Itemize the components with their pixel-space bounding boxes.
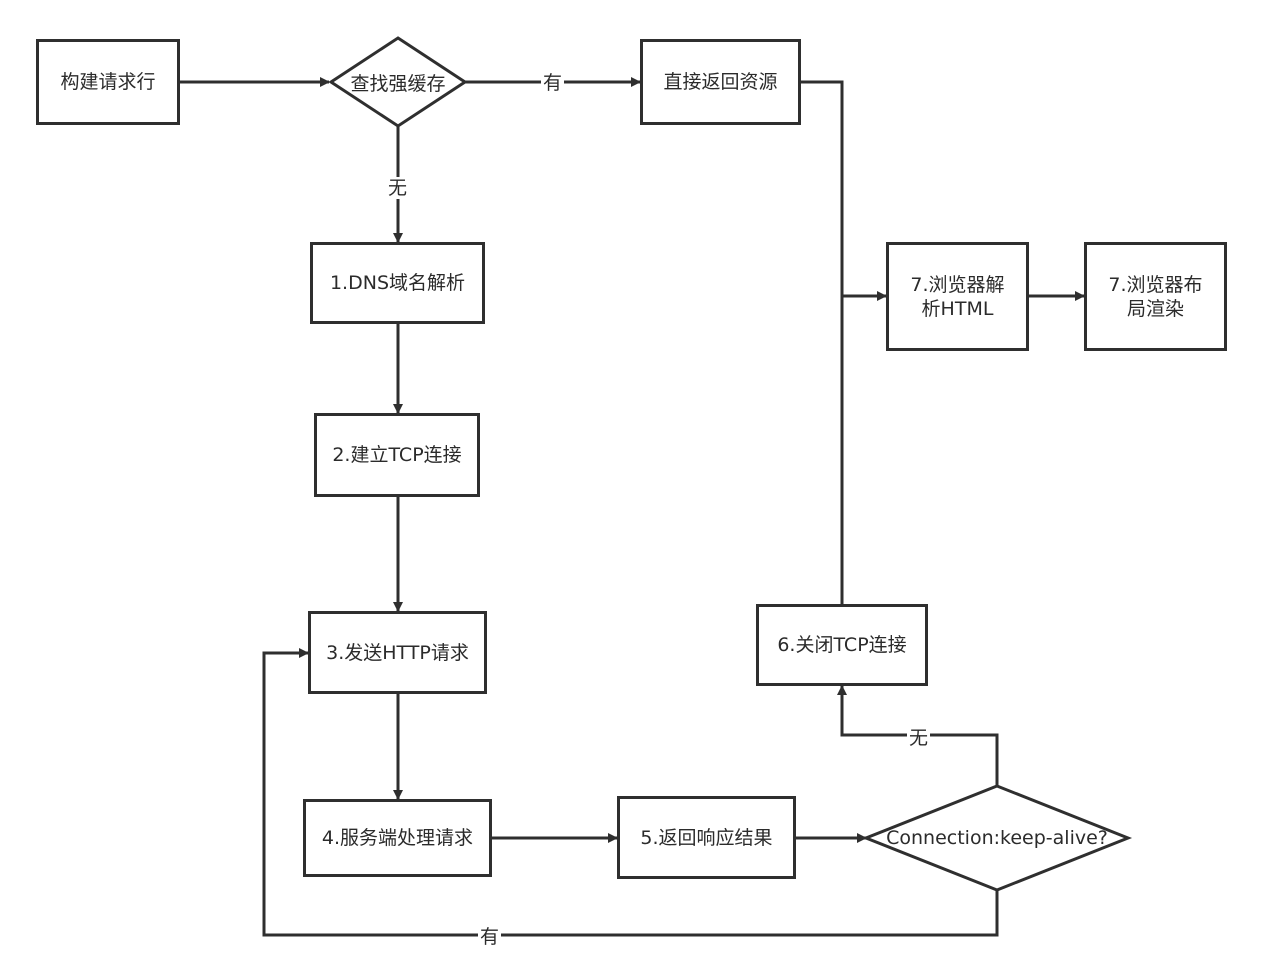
return-response-label: 5.返回响应结果 — [640, 826, 773, 849]
parse-html-label-line1: 7.浏览器解 — [910, 273, 1005, 296]
tcp-connect-node: 2.建立TCP连接 — [314, 413, 480, 497]
parse-html-label-line2: 析HTML — [921, 297, 994, 320]
tcp-connect-label: 2.建立TCP连接 — [332, 444, 462, 466]
keep-alive-diamond — [861, 784, 1133, 892]
build-request-node: 构建请求行 — [36, 39, 180, 125]
close-tcp-node: 6.关闭TCP连接 — [756, 604, 928, 686]
return-resource-label: 直接返回资源 — [663, 71, 778, 93]
dns-label: 1.DNS域名解析 — [329, 272, 466, 294]
parse-html-node: 7.浏览器解 析HTML — [886, 242, 1029, 351]
edge-label-cache-hit: 有 — [541, 72, 565, 94]
check-cache-diamond — [328, 36, 468, 128]
check-cache-label: 查找强缓存 — [350, 72, 446, 95]
close-tcp-label: 6.关闭TCP连接 — [777, 634, 907, 656]
server-process-label: 4.服务端处理请求 — [321, 827, 474, 849]
keep-alive-label: Connection:keep-alive? — [886, 827, 1108, 849]
edge-close-to-parse — [840, 291, 887, 604]
edge-keepalive-to-http — [262, 648, 999, 937]
return-resource-node: 直接返回资源 — [640, 39, 801, 125]
edge-label-not-keep-alive: 无 — [907, 727, 931, 749]
layout-render-label-line1: 7.浏览器布 — [1108, 273, 1203, 296]
dns-node: 1.DNS域名解析 — [310, 242, 485, 324]
build-request-label: 构建请求行 — [60, 71, 156, 93]
edge-label-cache-miss: 无 — [386, 177, 410, 199]
server-process-node: 4.服务端处理请求 — [303, 799, 492, 877]
layout-render-label-line2: 局渲染 — [1126, 297, 1184, 320]
edge-resource-to-parse — [800, 80, 844, 296]
layout-render-node: 7.浏览器布 局渲染 — [1084, 242, 1227, 351]
send-http-node: 3.发送HTTP请求 — [308, 611, 487, 694]
edge-label-keep-alive-yes: 有 — [478, 926, 502, 948]
send-http-label: 3.发送HTTP请求 — [326, 641, 469, 664]
return-response-node: 5.返回响应结果 — [617, 796, 796, 879]
